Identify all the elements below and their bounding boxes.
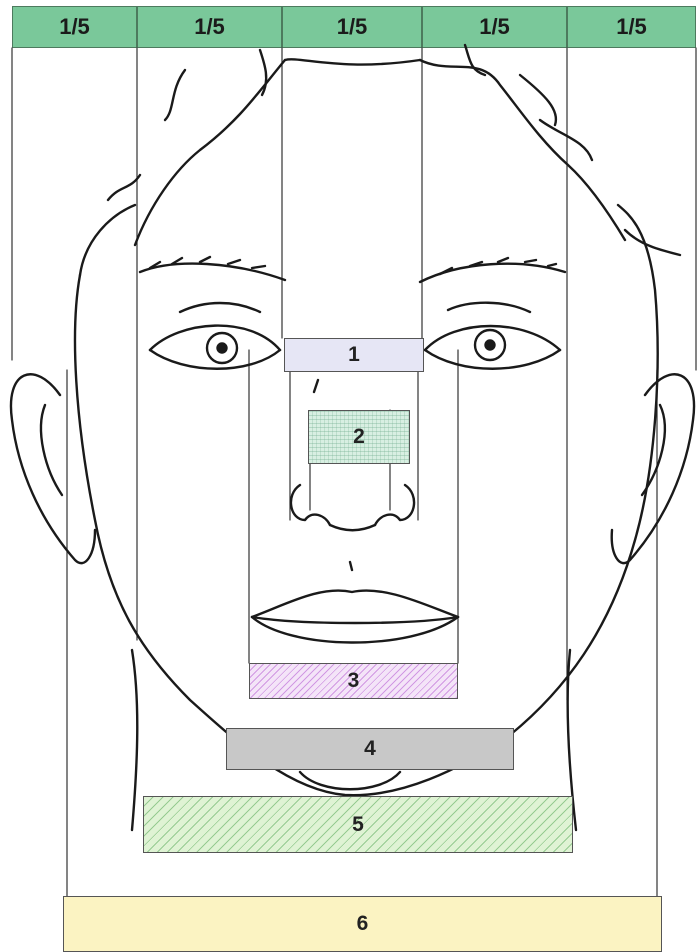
region-label-3: 3 xyxy=(249,663,458,699)
neck-left xyxy=(132,650,137,830)
region-label-6: 6 xyxy=(63,896,662,952)
region-label-5: 5 xyxy=(143,796,573,853)
right-eye xyxy=(425,303,560,369)
chin xyxy=(300,772,400,789)
mouth xyxy=(252,591,458,643)
right-ear xyxy=(612,374,694,563)
region-label-4: 4 xyxy=(226,728,514,770)
region-label-1: 1 xyxy=(284,338,424,372)
hair-strokes xyxy=(108,45,680,255)
left-ear xyxy=(11,374,95,563)
face-outline xyxy=(75,205,658,795)
left-eye xyxy=(150,303,280,369)
region-label-2: 2 xyxy=(308,410,410,464)
guide-lines xyxy=(249,350,458,663)
